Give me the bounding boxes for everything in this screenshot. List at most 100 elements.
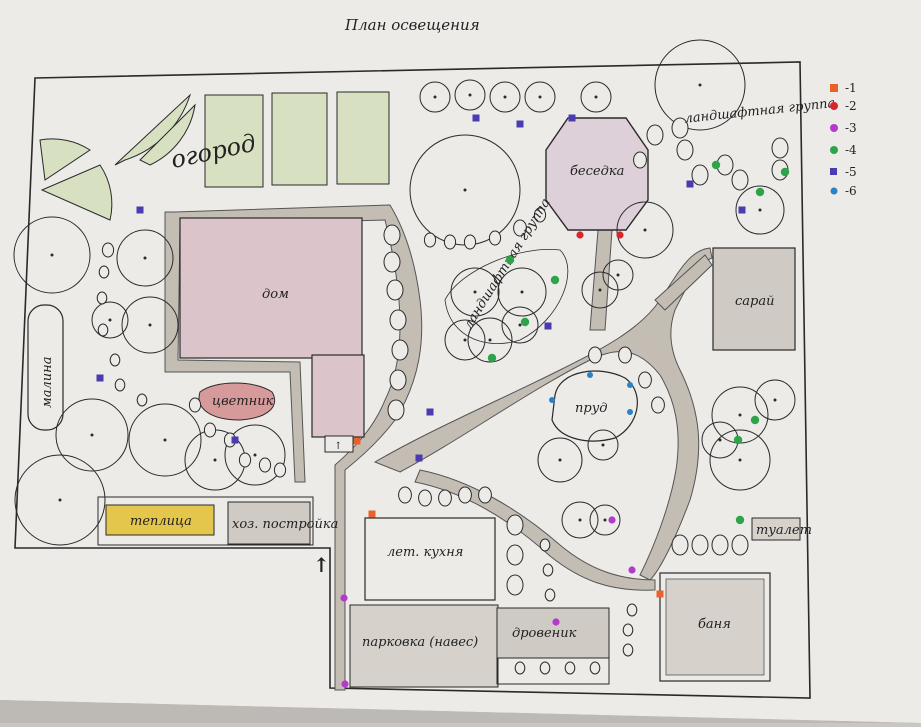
tree-trunk bbox=[758, 208, 762, 212]
shrub bbox=[711, 534, 729, 556]
tree-canopy bbox=[754, 379, 796, 421]
shrub bbox=[389, 309, 407, 331]
tree-trunk bbox=[538, 95, 542, 99]
shrub bbox=[671, 117, 689, 139]
shrub bbox=[258, 457, 272, 473]
shrub bbox=[539, 538, 551, 552]
tree-canopy bbox=[454, 79, 486, 111]
shrub bbox=[418, 489, 432, 507]
shrub bbox=[463, 234, 477, 250]
tree-trunk bbox=[433, 95, 437, 99]
shrub bbox=[588, 346, 602, 364]
legend-marker-4 bbox=[830, 146, 838, 154]
light-marker-type-1 bbox=[353, 437, 361, 445]
tree-trunk bbox=[718, 438, 722, 442]
shrub bbox=[589, 661, 601, 675]
shrub bbox=[513, 219, 527, 237]
light-marker-type-3 bbox=[608, 516, 616, 524]
shrub bbox=[542, 563, 554, 577]
path-to-barn bbox=[654, 254, 713, 311]
shrub bbox=[136, 393, 148, 407]
house bbox=[179, 217, 363, 359]
greenhouse bbox=[105, 504, 215, 536]
legend-label-4: -4 bbox=[845, 143, 857, 157]
shrub bbox=[391, 339, 409, 361]
legend-label-2: -2 bbox=[845, 99, 857, 113]
tree-trunk bbox=[148, 323, 152, 327]
tree-canopy bbox=[116, 229, 174, 287]
lower-left-plot bbox=[97, 496, 314, 546]
tree-trunk bbox=[698, 83, 702, 87]
light-marker-type-4 bbox=[711, 160, 721, 170]
shrub bbox=[633, 151, 647, 169]
tree-trunk bbox=[253, 453, 257, 457]
shrub bbox=[771, 137, 789, 159]
tree-canopy bbox=[580, 81, 612, 113]
utility-shed-label: хоз. постройка bbox=[232, 517, 338, 532]
bath-inner bbox=[665, 578, 765, 676]
shrub bbox=[389, 369, 407, 391]
tree-trunk bbox=[463, 338, 467, 342]
shrub bbox=[731, 534, 749, 556]
tree-trunk bbox=[108, 318, 112, 322]
light-marker-type-4 bbox=[735, 515, 745, 525]
shrubs-layer bbox=[96, 117, 789, 675]
legend: -1 -2 -3 -4 -5 -6 bbox=[830, 81, 857, 198]
tree-canopy bbox=[14, 454, 106, 546]
lights-layer bbox=[96, 114, 790, 688]
site-boundary bbox=[14, 61, 811, 699]
raspberry-bed bbox=[27, 304, 64, 431]
tree-trunk bbox=[601, 443, 605, 447]
garden-bed-wedge bbox=[39, 138, 91, 181]
flowerbed bbox=[198, 382, 276, 421]
gazebo bbox=[545, 117, 649, 231]
tree-trunk bbox=[473, 290, 477, 294]
tree-canopy bbox=[489, 81, 521, 113]
shrub bbox=[539, 661, 551, 675]
legend-marker-6 bbox=[830, 187, 838, 195]
tree-canopy bbox=[589, 504, 621, 536]
house-wing bbox=[311, 354, 365, 438]
shrub bbox=[488, 230, 502, 246]
shrub bbox=[97, 323, 109, 337]
light-marker-type-5 bbox=[231, 436, 239, 444]
shrub bbox=[622, 643, 634, 657]
plan-title: План освещения bbox=[344, 16, 480, 34]
shrub bbox=[544, 588, 556, 602]
woodshed-label: дровеник bbox=[512, 626, 577, 641]
light-marker-type-5 bbox=[426, 408, 434, 416]
summer-kitchen-label: лет. кухня bbox=[387, 545, 463, 560]
entrance-arrow-icon: ↑ bbox=[334, 441, 342, 452]
path-south-branch bbox=[414, 469, 656, 591]
woodshed-border bbox=[496, 657, 610, 685]
tree-trunk bbox=[558, 458, 562, 462]
tree-canopy bbox=[537, 437, 583, 483]
shrub bbox=[383, 251, 401, 273]
tree-trunk bbox=[90, 433, 94, 437]
summer-kitchen bbox=[364, 517, 496, 601]
shrub bbox=[398, 486, 412, 504]
legend-marker-5 bbox=[830, 168, 837, 175]
toilet bbox=[751, 517, 801, 541]
shrub bbox=[386, 279, 404, 301]
tree-trunk bbox=[468, 93, 472, 97]
light-marker-type-6 bbox=[627, 382, 633, 388]
tree-canopy bbox=[224, 424, 286, 486]
light-marker-type-5 bbox=[544, 322, 552, 330]
shrub bbox=[387, 399, 405, 421]
light-marker-type-1 bbox=[656, 590, 664, 598]
shrub bbox=[646, 124, 664, 146]
light-marker-type-4 bbox=[520, 317, 530, 327]
light-marker-type-2 bbox=[616, 231, 624, 239]
paper-shadow bbox=[0, 700, 921, 723]
shrub bbox=[273, 462, 287, 478]
garden-bed bbox=[204, 94, 264, 188]
tree-canopy bbox=[602, 259, 634, 291]
pond-label: пруд bbox=[575, 401, 607, 416]
tree-canopy bbox=[501, 306, 539, 344]
tree-trunk bbox=[488, 338, 492, 342]
tree-trunk bbox=[578, 518, 582, 522]
light-marker-type-4 bbox=[780, 167, 790, 177]
